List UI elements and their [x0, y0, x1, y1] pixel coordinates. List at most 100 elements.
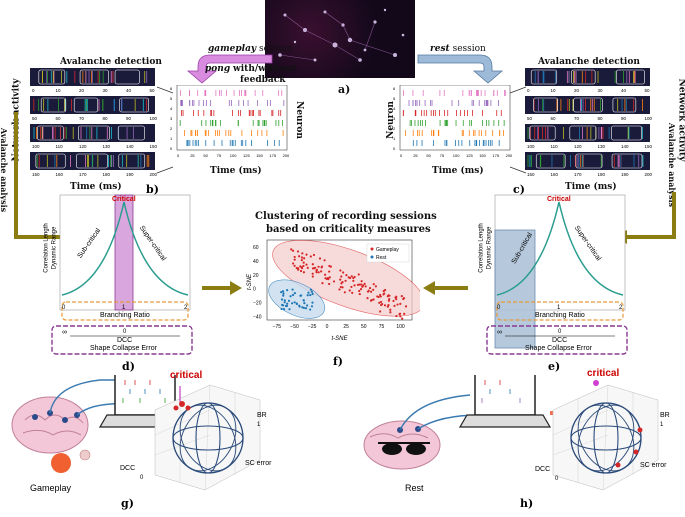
- y-tick-label: −40: [253, 315, 262, 321]
- row-tick-label: 130: [103, 144, 111, 149]
- avalanche-box: [612, 97, 637, 113]
- gameplay-point: [401, 317, 404, 320]
- panel-e-dcc: DCC: [552, 337, 568, 344]
- gameplay-point: [360, 283, 363, 286]
- gameplay-point: [299, 269, 303, 273]
- raster-y-tick: 3: [393, 116, 396, 121]
- row-tick-label: 130: [598, 144, 606, 149]
- raster-x-tick: 200: [283, 153, 290, 158]
- gameplay-point: [328, 276, 331, 279]
- row-tick-label: 120: [574, 144, 582, 149]
- gameplay-point: [393, 304, 396, 307]
- x-tick-label: 100: [396, 324, 405, 330]
- gameplay-point: [387, 294, 390, 297]
- gameplay-point: [329, 265, 332, 268]
- panel-d-br-tick-1: 1: [122, 305, 126, 311]
- rest-point: [282, 308, 286, 311]
- legend-rest: Rest: [376, 255, 387, 261]
- gameplay-point: [395, 295, 398, 298]
- gameplay-point: [328, 270, 331, 273]
- rest-point: [282, 294, 285, 297]
- panel-c-title: Avalanche detection: [538, 57, 640, 67]
- avalanche-box: [529, 125, 556, 141]
- x-tick-label: 25: [343, 324, 349, 330]
- x-tick-label: −75: [273, 324, 282, 330]
- avalanche-box: [38, 69, 66, 85]
- gameplay-point: [398, 312, 402, 315]
- avalanche-box: [114, 69, 140, 85]
- rest-point: [303, 302, 306, 305]
- gameplay-point: [370, 290, 373, 293]
- row-tick-label: 0: [527, 88, 530, 93]
- gameplay-point: [320, 266, 323, 269]
- gameplay-point: [303, 257, 306, 260]
- row-tick-label: 30: [103, 88, 109, 93]
- avalanche-box: [119, 97, 149, 113]
- panel-g-caption: Gameplay: [30, 483, 72, 493]
- gameplay-point: [300, 266, 303, 269]
- row-tick-label: 70: [79, 116, 85, 121]
- gameplay-point: [306, 266, 309, 269]
- panel-e-dcc-tick-0: 0: [558, 329, 562, 335]
- panel-e-sce: Shape Collapse Error: [525, 345, 592, 352]
- row-tick-label: 120: [79, 144, 87, 149]
- rest-session-label: rest session: [430, 44, 486, 54]
- row-tick-label: 50: [645, 88, 651, 93]
- raster-y-tick: 4: [393, 106, 396, 111]
- raster-y-tick: 2: [393, 126, 396, 131]
- y-tick-label: 60: [253, 245, 259, 251]
- panel-g-one: 1: [257, 422, 261, 428]
- avalanche-box: [611, 153, 643, 169]
- panel-f-title2: based on criticality measures: [266, 224, 431, 235]
- raster-y-tick: 0: [393, 146, 396, 151]
- row-tick-label: 160: [551, 172, 559, 177]
- panel-h-caption: Rest: [405, 483, 424, 493]
- raster-x-tick: 0: [400, 153, 403, 158]
- gameplay-point: [358, 289, 361, 293]
- gameplay-point: [378, 301, 381, 304]
- gameplay-point: [351, 291, 354, 294]
- avalanche-box: [569, 125, 597, 141]
- gameplay-point: [313, 266, 317, 269]
- gameplay-point: [350, 275, 353, 278]
- gameplay-point: [341, 286, 344, 289]
- rest-point: [310, 290, 314, 293]
- gameplay-point: [315, 268, 319, 271]
- avalanche-box: [117, 125, 145, 141]
- row-tick-label: 150: [527, 172, 535, 177]
- panel-h-letter: h): [520, 497, 534, 510]
- raster-x-tick: 100: [230, 153, 237, 158]
- e-to-f-arrow: [423, 281, 468, 295]
- gameplay-point: [360, 280, 363, 283]
- avalanche-box: [35, 153, 66, 169]
- raster-x-tick: 50: [203, 153, 208, 158]
- gameplay-point: [387, 299, 391, 302]
- avalanche-box: [40, 97, 67, 113]
- panel-c-raster-time: Time (ms): [432, 166, 484, 176]
- avalanche-row: [525, 96, 650, 114]
- raster-y-tick: 1: [170, 136, 173, 141]
- gameplay-point: [353, 284, 356, 287]
- gameplay-point: [367, 289, 370, 292]
- raster-x-tick: 50: [426, 153, 431, 158]
- rest-point: [285, 304, 289, 308]
- rest-point: [306, 304, 309, 307]
- x-tick-label: 50: [361, 324, 367, 330]
- microscope-image: [265, 0, 415, 78]
- rest-point: [283, 299, 286, 302]
- gameplay-point: [370, 298, 373, 302]
- y-tick-label: 0: [253, 287, 256, 293]
- rest-point: [286, 302, 289, 305]
- rest-point: [282, 292, 285, 295]
- gameplay-point: [332, 280, 336, 283]
- rest-point: [293, 291, 296, 295]
- row-tick-label: 170: [79, 172, 87, 177]
- raster-y-tick: 5: [170, 96, 173, 101]
- rest-point: [309, 308, 312, 311]
- panel-c-letter: c): [513, 183, 525, 196]
- gameplay-point: [382, 289, 385, 293]
- rest-point: [293, 301, 296, 304]
